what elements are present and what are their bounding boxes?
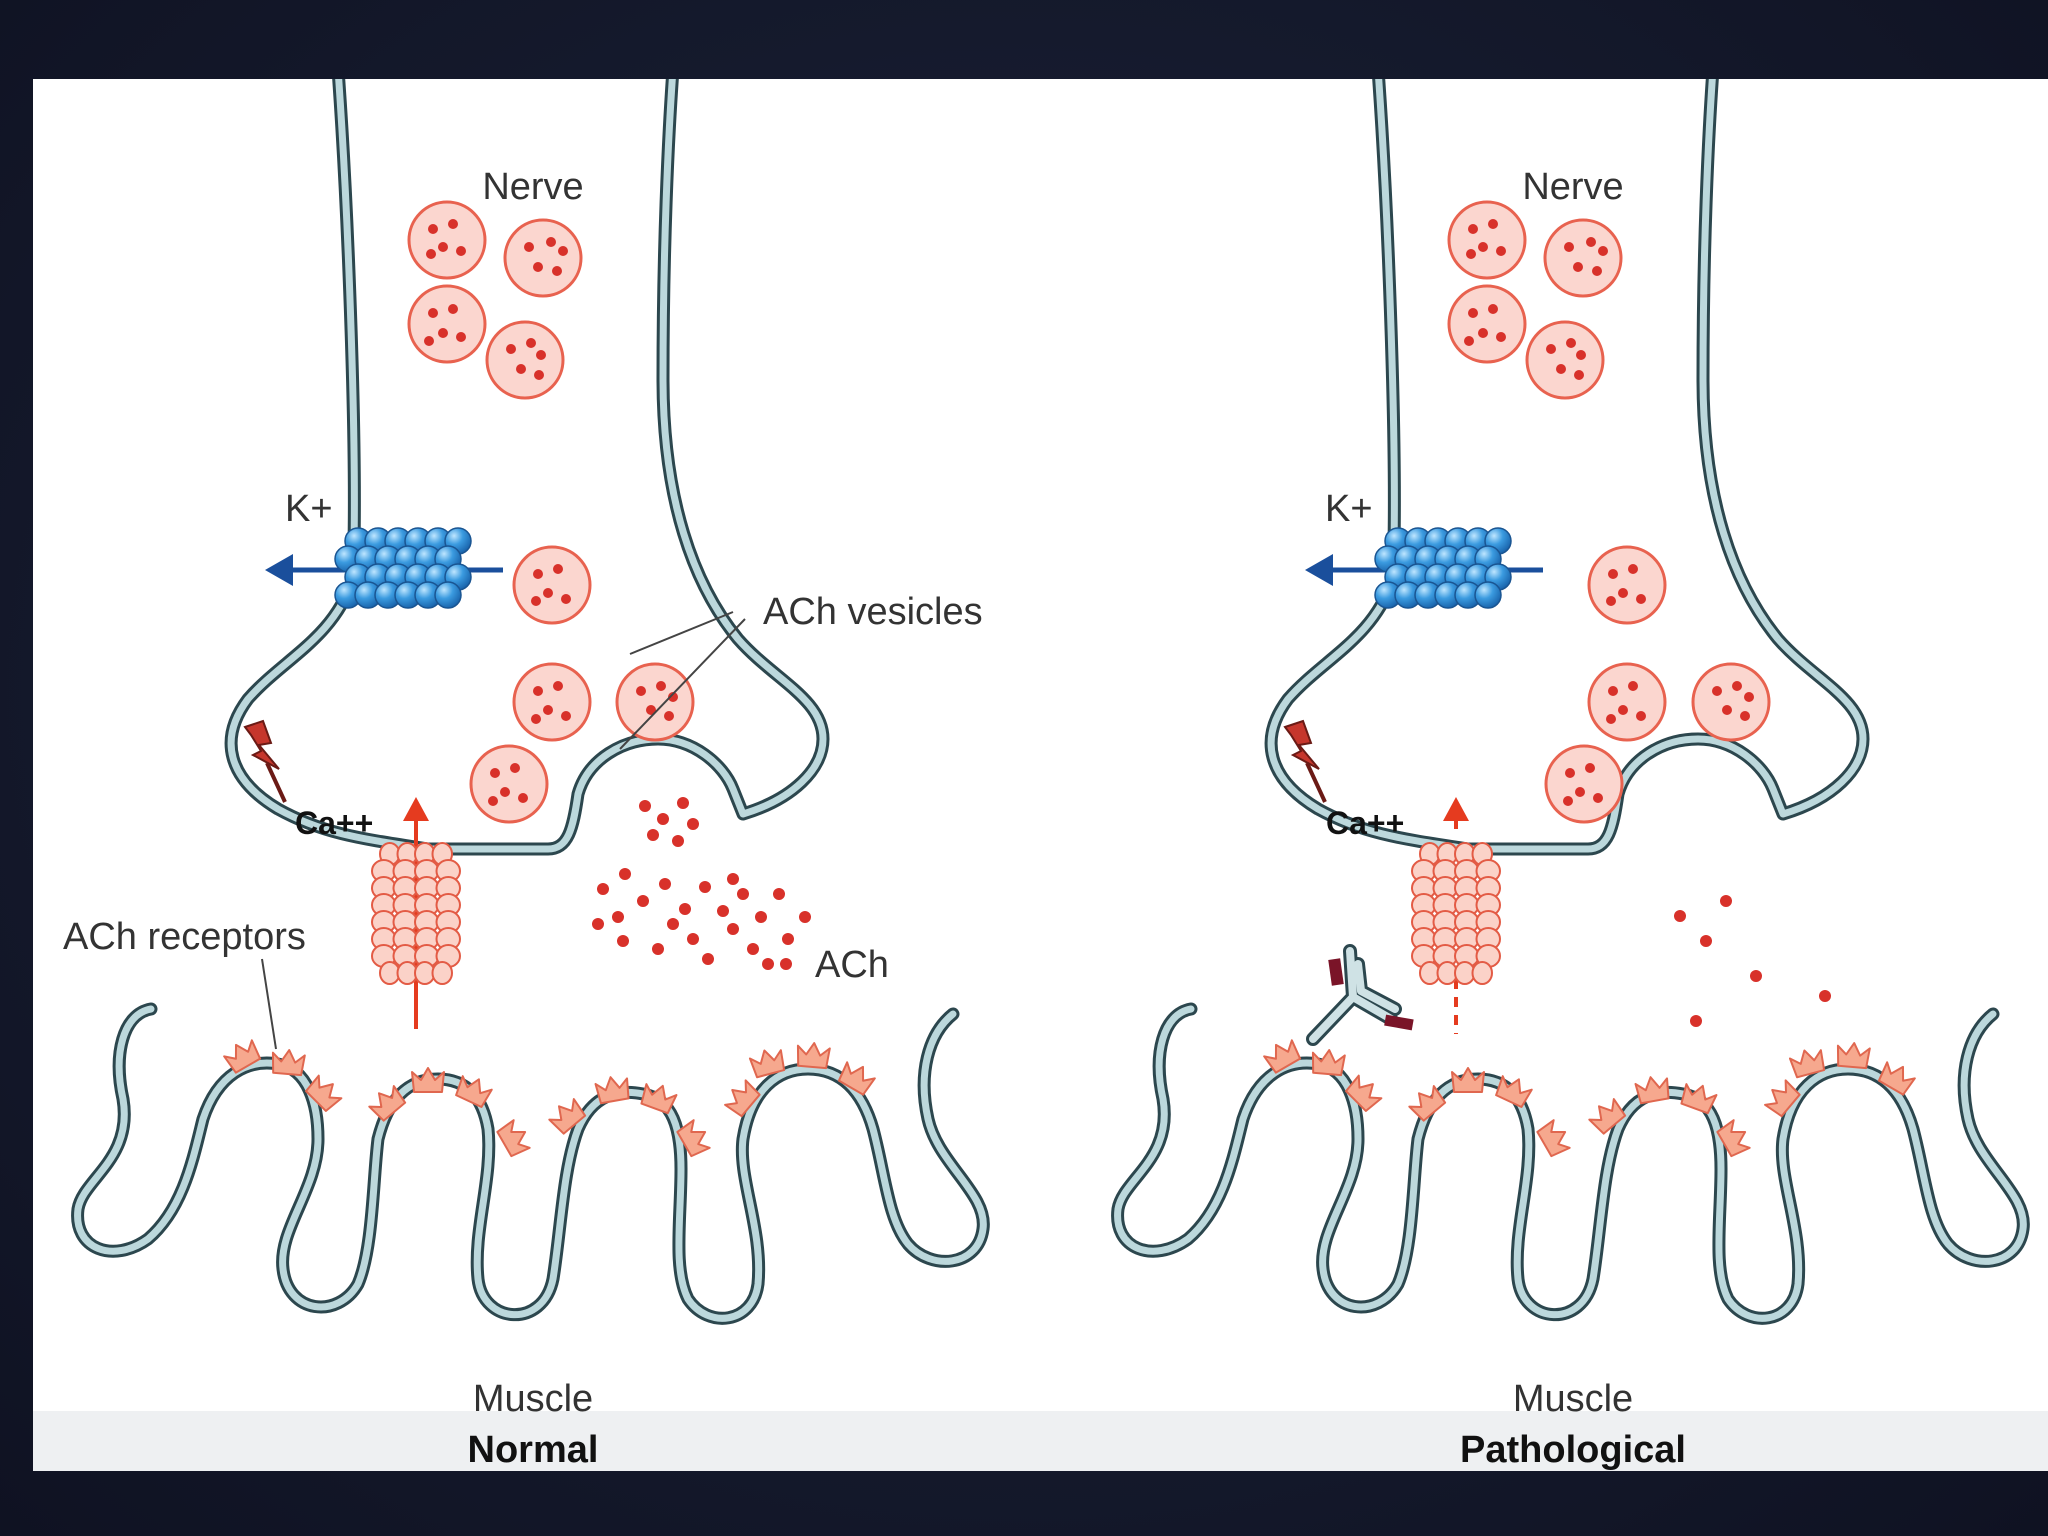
- ach-receptor-icon: [676, 1119, 711, 1158]
- ach-molecules-released: [592, 797, 811, 970]
- ach-receptor-icon: [548, 1098, 587, 1135]
- ach-vesicle: [1525, 320, 1605, 400]
- ach-receptor-icon: [1588, 1098, 1627, 1135]
- ca-ion-label: Ca++: [295, 805, 373, 841]
- ach-vesicle: [1691, 662, 1771, 742]
- ach-vesicle: [469, 744, 549, 824]
- ach-receptor-icon: [1451, 1067, 1485, 1093]
- ach-receptor-icon: [1311, 1049, 1346, 1077]
- ach-vesicle: [407, 200, 487, 280]
- ach-vesicle: [615, 662, 695, 742]
- ach-receptor-icon: [640, 1083, 678, 1115]
- nerve-terminal-membrane: [224, 79, 830, 856]
- nerve-label: Nerve: [482, 166, 583, 208]
- ach-receptor-icon: [748, 1049, 786, 1079]
- ach-vesicles-label: ACh vesicles: [763, 591, 983, 633]
- ach-receptor-icon: [1764, 1079, 1801, 1118]
- calcium-channel-icon: [371, 797, 461, 1029]
- panel-caption-normal: Normal: [468, 1429, 599, 1471]
- ach-receptor-icon: [1408, 1085, 1447, 1122]
- diagram-slide: Nerve K+ Ca++ ACh vesicles ACh ACh recep…: [33, 79, 2048, 1471]
- neuromuscular-junction-diagram: Nerve K+ Ca++ ACh vesicles ACh ACh recep…: [63, 79, 2030, 1471]
- ach-receptor-icon: [594, 1076, 630, 1105]
- ach-vesicle: [512, 662, 592, 742]
- ach-receptors-pointer: [261, 958, 277, 1050]
- ach-receptor-icon: [724, 1079, 761, 1118]
- ach-receptors-group: [223, 1039, 876, 1158]
- ach-receptors-label: ACh receptors: [63, 916, 306, 958]
- ach-receptor-icon: [455, 1075, 493, 1108]
- potassium-channel-icon: [265, 527, 503, 609]
- ach-receptor-icon: [837, 1061, 876, 1096]
- ach-vesicles-group: [407, 200, 695, 824]
- ach-vesicle: [407, 284, 487, 364]
- ach-vesicle: [1447, 200, 1527, 280]
- ach-receptor-icon: [368, 1085, 407, 1122]
- ach-vesicle: [503, 218, 583, 298]
- footer-band: [33, 1411, 2048, 1471]
- k-ion-label: K+: [1325, 488, 1373, 530]
- k-ion-label: K+: [285, 488, 333, 530]
- ach-vesicle: [512, 545, 592, 625]
- ach-receptor-icon: [1836, 1042, 1871, 1070]
- calcium-channel-icon: [1411, 797, 1501, 1034]
- ach-receptor-icon: [1877, 1061, 1916, 1096]
- lightning-bolt-icon: [1283, 719, 1327, 803]
- ach-receptor-icon: [1536, 1119, 1571, 1158]
- ach-receptor-icon: [496, 1119, 531, 1158]
- muscle-membrane: [71, 1002, 990, 1325]
- ach-receptor-icon: [271, 1049, 306, 1077]
- ach-vesicle: [1543, 218, 1623, 298]
- ca-ion-label: Ca++: [1326, 805, 1404, 841]
- ach-vesicle: [485, 320, 565, 400]
- ach-label: ACh: [815, 944, 889, 986]
- ach-vesicles-group: [1447, 200, 1771, 824]
- ach-receptor-icon: [305, 1074, 343, 1112]
- muscle-label: Muscle: [473, 1378, 593, 1420]
- ach-receptor-icon: [411, 1067, 445, 1093]
- ach-receptor-icon: [796, 1042, 831, 1070]
- ach-receptors-group: [1263, 1039, 1916, 1158]
- panel-pathological: Nerve K+ Ca++ Muscle Pathological: [1111, 79, 2030, 1471]
- ach-vesicle: [1587, 545, 1667, 625]
- ach-receptor-icon: [1788, 1049, 1826, 1079]
- ach-receptor-icon: [1634, 1076, 1670, 1105]
- ach-vesicles-pointer: [619, 611, 746, 750]
- ach-receptor-icon: [1263, 1039, 1302, 1074]
- ach-receptor-icon: [1345, 1074, 1383, 1112]
- ach-vesicle: [1447, 284, 1527, 364]
- potassium-channel-icon: [1305, 527, 1543, 609]
- ach-molecules-released: [1674, 895, 1831, 1027]
- muscle-label: Muscle: [1513, 1378, 1633, 1420]
- ach-receptor-icon: [223, 1039, 262, 1074]
- ach-vesicle: [1587, 662, 1667, 742]
- ach-receptor-icon: [1716, 1119, 1751, 1158]
- antibody-icon: [1306, 944, 1414, 1046]
- panel-normal: Nerve K+ Ca++ ACh vesicles ACh ACh recep…: [63, 79, 990, 1471]
- ach-vesicle: [1544, 744, 1624, 824]
- ach-receptor-icon: [1680, 1083, 1718, 1115]
- panel-caption-pathological: Pathological: [1460, 1429, 1686, 1471]
- lightning-bolt-icon: [243, 719, 287, 803]
- muscle-membrane: [1111, 1002, 2030, 1325]
- nerve-terminal-membrane: [1264, 79, 1870, 856]
- nerve-label: Nerve: [1522, 166, 1623, 208]
- ach-receptor-icon: [1495, 1075, 1533, 1108]
